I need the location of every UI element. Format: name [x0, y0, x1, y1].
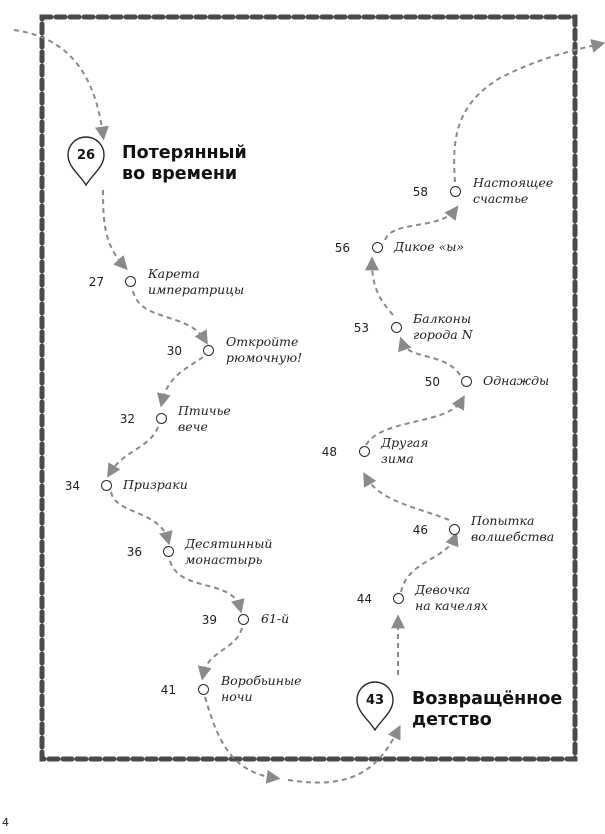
- item-title: Балконы города N: [413, 311, 473, 342]
- stop-marker: [393, 593, 404, 604]
- stop-marker: [101, 480, 112, 491]
- location-pin-icon: [356, 681, 394, 732]
- stop-marker: [203, 345, 214, 356]
- path-segment: [204, 696, 281, 784]
- stop-marker: [238, 614, 249, 625]
- stop-marker: [125, 276, 136, 287]
- path-segment: [107, 426, 159, 478]
- item-title: Попытка волшебства: [471, 513, 555, 544]
- stop-marker: [372, 242, 383, 253]
- path-segment: [365, 395, 465, 446]
- item-title: Карета императрицы: [148, 266, 245, 297]
- location-pin-icon: [67, 136, 105, 187]
- item-page-number: 34: [64, 479, 80, 493]
- path-segment: [398, 336, 461, 376]
- path-segment: [287, 724, 401, 784]
- item-title: Призраки: [123, 477, 188, 492]
- stop-marker: [156, 413, 167, 424]
- stop-marker: [461, 376, 472, 387]
- item-page-number: 30: [166, 344, 182, 358]
- item-page-number: 50: [424, 375, 440, 389]
- item-title: Дикое «ы»: [394, 239, 465, 254]
- section-number: 43: [365, 693, 385, 708]
- item-title: Однажды: [483, 373, 550, 388]
- item-title: Десятинный монастырь: [185, 536, 273, 567]
- item-title: Другая зима: [381, 435, 429, 466]
- page-number: 4: [2, 816, 9, 829]
- path-entry: [13, 29, 109, 141]
- path-segment: [169, 560, 245, 614]
- item-page-number: 56: [334, 241, 350, 255]
- section-title: Возвращённое детство: [412, 689, 563, 730]
- section-number: 26: [76, 148, 96, 163]
- stop-marker: [359, 446, 370, 457]
- item-title: 61-й: [261, 611, 290, 626]
- section-title: Потерянный во времени: [122, 143, 247, 184]
- item-title: Воробьиные ночи: [221, 673, 302, 704]
- path-segment: [365, 256, 394, 316]
- path-segment: [156, 356, 204, 408]
- stop-marker: [449, 524, 460, 535]
- item-title: Девочка на качелях: [415, 582, 489, 613]
- item-page-number: 27: [88, 275, 104, 289]
- path-segment: [197, 627, 243, 681]
- item-page-number: 46: [412, 523, 428, 537]
- item-page-number: 53: [353, 321, 369, 335]
- path-exit: [453, 39, 605, 183]
- path-segment: [110, 491, 173, 546]
- item-title: Птичье вече: [178, 403, 231, 434]
- path-segment: [102, 189, 128, 271]
- path-segment: [384, 205, 459, 241]
- item-page-number: 36: [126, 545, 142, 559]
- item-page-number: 44: [356, 592, 372, 606]
- path-segment: [400, 531, 459, 593]
- path-segment: [132, 290, 208, 345]
- item-page-number: 58: [412, 185, 428, 199]
- item-page-number: 39: [201, 613, 217, 627]
- item-title: Откройте рюмочную!: [226, 334, 303, 365]
- path-segment: [363, 472, 450, 521]
- item-page-number: 32: [119, 412, 135, 426]
- stop-marker: [450, 186, 461, 197]
- item-title: Настоящее счастье: [473, 175, 554, 206]
- stop-marker: [163, 546, 174, 557]
- dashed-frame: [39, 14, 578, 762]
- item-page-number: 41: [160, 683, 176, 697]
- item-page-number: 48: [321, 445, 337, 459]
- stop-marker: [391, 322, 402, 333]
- stop-marker: [198, 684, 209, 695]
